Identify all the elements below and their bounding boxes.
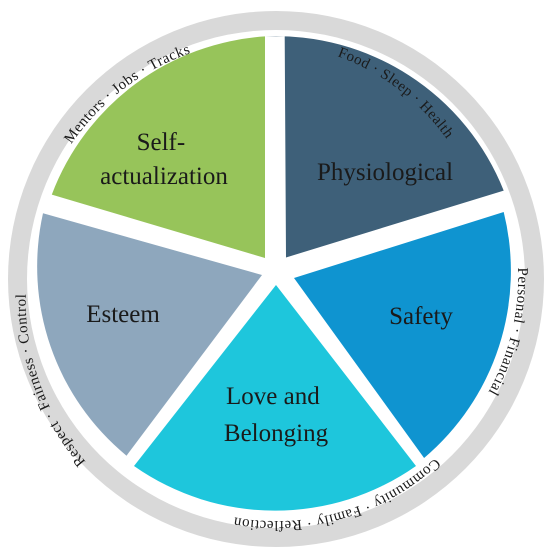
segment-esteem — [37, 213, 263, 456]
label-self-actualization: Self- actualization — [100, 129, 228, 190]
segment-physiological — [265, 36, 504, 258]
segment-love-and-belonging — [134, 285, 416, 511]
label-esteem: Esteem — [86, 301, 160, 328]
segment-physiological-shape — [265, 36, 504, 258]
label-love-line-1: Love and — [226, 383, 320, 410]
label-love-line-2: Belonging — [224, 420, 329, 447]
label-love-and-belonging: Love and Belonging — [224, 383, 329, 447]
segment-self-actualization-shape — [51, 36, 265, 259]
label-safety-line-1: Safety — [389, 303, 453, 330]
segment-esteem-shape — [37, 213, 263, 456]
label-esteem-line-1: Esteem — [86, 301, 160, 328]
segment-self-actualization — [51, 36, 265, 259]
label-physiological: Physiological — [317, 159, 453, 186]
label-self-line-2: actualization — [100, 163, 228, 190]
label-physiological-line-1: Physiological — [317, 159, 453, 186]
label-self-line-1: Self- — [137, 129, 186, 156]
segment-safety — [294, 212, 511, 458]
label-safety: Safety — [389, 303, 453, 330]
segment-love-and-belonging-shape — [134, 285, 416, 511]
segment-safety-shape — [294, 212, 511, 458]
